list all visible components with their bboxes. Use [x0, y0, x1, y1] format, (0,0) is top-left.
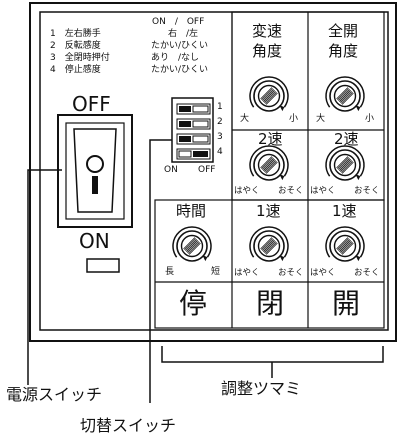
- open-speed2-left: はやく: [310, 186, 336, 196]
- close-speed1-right: おそく: [278, 268, 304, 278]
- dip-num-2: 2: [217, 117, 223, 127]
- timer-right: 短: [211, 267, 221, 277]
- adjust-bracket: [161, 346, 384, 363]
- dip-num-1: 1: [217, 102, 223, 112]
- column-stop: 停: [179, 287, 208, 320]
- power-off-label: OFF: [72, 92, 111, 116]
- open-speed1-right: おそく: [354, 268, 380, 278]
- dip-num-3: 3: [217, 132, 223, 142]
- speed-angle-right: 小: [289, 114, 299, 124]
- open-speed1-title: 1速: [332, 202, 357, 220]
- open-speed1-left: はやく: [310, 268, 336, 278]
- setting-row-4: 4 停止感度: [50, 66, 101, 75]
- close-speed1-left: はやく: [234, 268, 260, 278]
- open-speed2-dial[interactable]: [325, 145, 365, 181]
- timer-title: 時間: [176, 202, 207, 220]
- timer-dial[interactable]: [172, 226, 212, 262]
- power-switch-caption: 電源スイッチ: [6, 385, 103, 404]
- dip-lever-1[interactable]: [179, 106, 191, 112]
- dip-lever-2[interactable]: [179, 121, 191, 127]
- option-row-4: たかい/ひくい: [151, 65, 209, 75]
- dial-group: [172, 76, 365, 262]
- close-speed1-dial[interactable]: [249, 226, 289, 262]
- close-speed2-dial[interactable]: [249, 145, 289, 181]
- open-speed2-right: おそく: [354, 186, 380, 196]
- open-angle-dial[interactable]: [325, 76, 365, 112]
- timer-left: 長: [165, 267, 175, 277]
- options-header: ON / OFF: [152, 17, 205, 27]
- open-angle-title-1: 全開: [328, 22, 359, 40]
- close-speed2-title: 2速: [258, 130, 283, 148]
- column-close: 閉: [256, 287, 285, 320]
- setting-num: 3: [50, 53, 56, 63]
- speed-angle-title-2: 角度: [252, 42, 283, 60]
- dip-switch-caption: 切替スイッチ: [80, 416, 177, 435]
- power-on-label: ON: [79, 229, 110, 253]
- speed-angle-title-1: 変速: [252, 22, 283, 40]
- dip-num-4: 4: [217, 147, 223, 157]
- setting-num: 2: [50, 41, 56, 51]
- setting-row-3: 3 全閉時押付: [50, 54, 110, 63]
- dip-on-label: ON: [164, 165, 178, 175]
- open-angle-right: 小: [365, 114, 375, 124]
- setting-label: 全閉時押付: [64, 53, 110, 63]
- dip-off-label: OFF: [198, 165, 216, 175]
- indicator-lamp: [86, 258, 120, 273]
- dial-grid-bottom: [154, 199, 385, 329]
- open-angle-title-2: 角度: [328, 42, 359, 60]
- setting-label: 反転感度: [64, 41, 101, 51]
- open-angle-left: 大: [316, 114, 326, 124]
- dip-lever-3[interactable]: [179, 136, 191, 142]
- open-speed1-dial[interactable]: [325, 226, 365, 262]
- open-speed2-title: 2速: [334, 130, 359, 148]
- dip-lever-4[interactable]: [178, 150, 192, 158]
- close-speed1-title: 1速: [256, 202, 281, 220]
- callout-lines: [27, 139, 384, 403]
- column-open: 開: [332, 287, 361, 320]
- setting-num: 4: [50, 65, 56, 75]
- option-row-1: 右 /左: [168, 29, 199, 39]
- speed-angle-dial[interactable]: [249, 76, 289, 112]
- close-speed2-left: はやく: [234, 186, 260, 196]
- on-symbol-icon: [92, 176, 98, 194]
- setting-label: 左右勝手: [64, 29, 101, 39]
- setting-row-2: 2 反転感度: [50, 42, 101, 51]
- dip-callout-line: [149, 139, 172, 403]
- setting-label: 停止感度: [64, 65, 101, 75]
- speed-angle-left: 大: [240, 114, 250, 124]
- close-speed2-right: おそく: [278, 186, 304, 196]
- option-row-3: あり /なし: [151, 53, 200, 63]
- setting-row-1: 1 左右勝手: [50, 30, 101, 39]
- setting-num: 1: [50, 29, 56, 39]
- adjust-knob-caption: 調整ツマミ: [221, 379, 302, 398]
- option-row-2: たかい/ひくい: [151, 41, 209, 51]
- off-symbol-icon: [86, 155, 104, 173]
- dip-switch[interactable]: [171, 97, 214, 163]
- power-callout-line: [27, 169, 62, 385]
